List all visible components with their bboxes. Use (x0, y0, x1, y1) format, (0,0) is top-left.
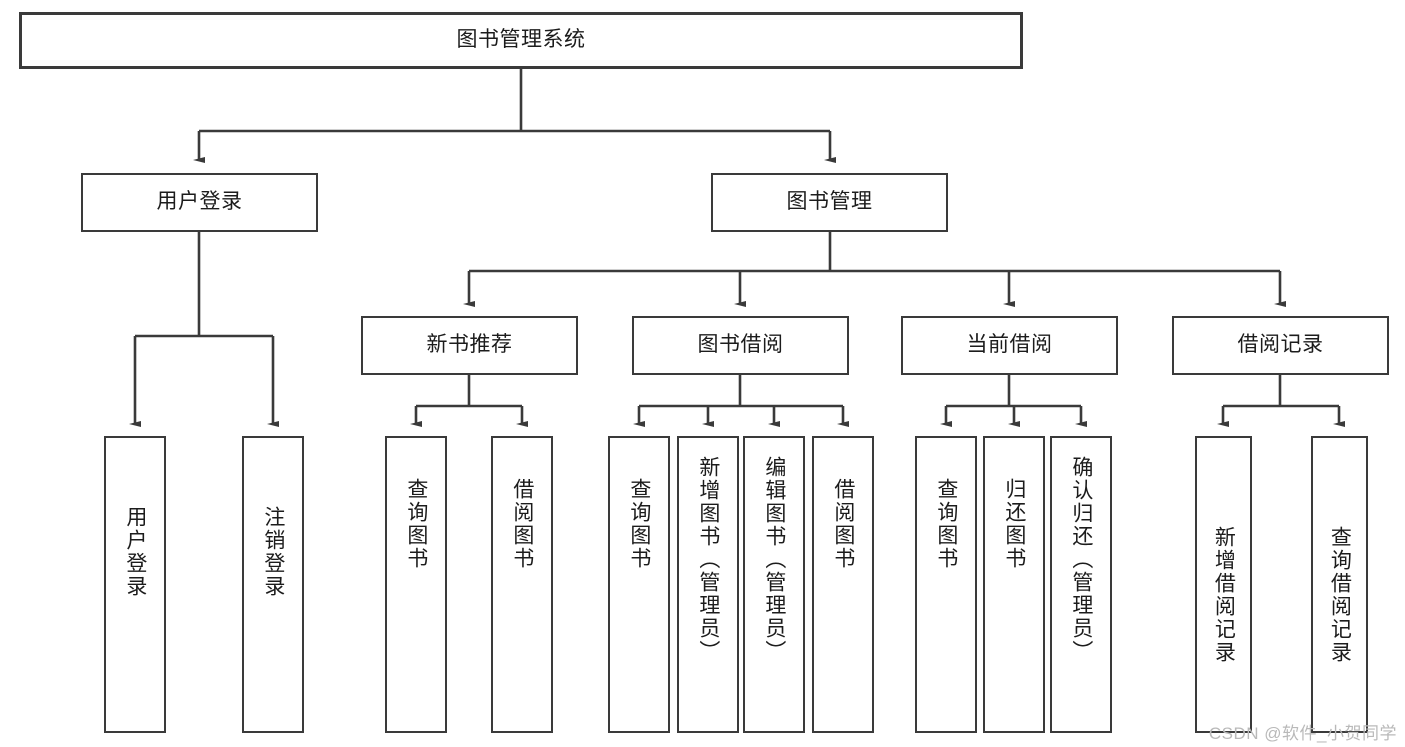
leaf-borrow-add-book-label: 新增图书（管理员） (696, 456, 720, 663)
leaf-user-login-logout-label: 注销登录 (261, 506, 285, 598)
leaf-new-book-query[interactable]: 查询图书 (385, 436, 447, 733)
node-book-borrow-label: 图书借阅 (697, 333, 784, 357)
leaf-current-query-book-label: 查询图书 (934, 478, 958, 570)
leaf-new-book-query-label: 查询图书 (404, 478, 428, 570)
node-borrow-record[interactable]: 借阅记录 (1172, 316, 1389, 375)
leaf-borrow-edit-book[interactable]: 编辑图书（管理员） (743, 436, 805, 733)
leaf-new-book-borrow[interactable]: 借阅图书 (491, 436, 553, 733)
leaf-record-query-label: 查询借阅记录 (1328, 526, 1352, 664)
node-new-book-recommend-label: 新书推荐 (426, 333, 513, 357)
leaf-record-add-label: 新增借阅记录 (1212, 526, 1236, 664)
leaf-borrow-query-book[interactable]: 查询图书 (608, 436, 670, 733)
leaf-borrow-add-book[interactable]: 新增图书（管理员） (677, 436, 739, 733)
leaf-record-add[interactable]: 新增借阅记录 (1195, 436, 1252, 733)
node-borrow-record-label: 借阅记录 (1237, 333, 1324, 357)
leaf-record-query[interactable]: 查询借阅记录 (1311, 436, 1368, 733)
node-book-management-label: 图书管理 (786, 190, 873, 214)
leaf-current-confirm-return[interactable]: 确认归还（管理员） (1050, 436, 1112, 733)
leaf-borrow-borrow-book-label: 借阅图书 (831, 478, 855, 570)
leaf-current-return-book[interactable]: 归还图书 (983, 436, 1045, 733)
leaf-current-return-book-label: 归还图书 (1002, 478, 1026, 570)
csdn-watermark: CSDN @软件_小贺同学 (1208, 724, 1397, 743)
node-user-login[interactable]: 用户登录 (81, 173, 318, 232)
leaf-user-login-logout[interactable]: 注销登录 (242, 436, 304, 733)
leaf-new-book-borrow-label: 借阅图书 (510, 478, 534, 570)
node-book-management[interactable]: 图书管理 (711, 173, 948, 232)
node-current-borrow-label: 当前借阅 (966, 333, 1053, 357)
leaf-borrow-query-book-label: 查询图书 (627, 478, 651, 570)
leaf-current-confirm-return-label: 确认归还（管理员） (1069, 456, 1093, 663)
node-new-book-recommend[interactable]: 新书推荐 (361, 316, 578, 375)
node-user-login-label: 用户登录 (156, 190, 243, 214)
leaf-borrow-borrow-book[interactable]: 借阅图书 (812, 436, 874, 733)
leaf-user-login-login-label: 用户登录 (123, 506, 147, 598)
node-current-borrow[interactable]: 当前借阅 (901, 316, 1118, 375)
node-root[interactable]: 图书管理系统 (19, 12, 1023, 69)
leaf-borrow-edit-book-label: 编辑图书（管理员） (762, 456, 786, 663)
leaf-current-query-book[interactable]: 查询图书 (915, 436, 977, 733)
node-root-label: 图书管理系统 (456, 28, 586, 52)
node-book-borrow[interactable]: 图书借阅 (632, 316, 849, 375)
leaf-user-login-login[interactable]: 用户登录 (104, 436, 166, 733)
